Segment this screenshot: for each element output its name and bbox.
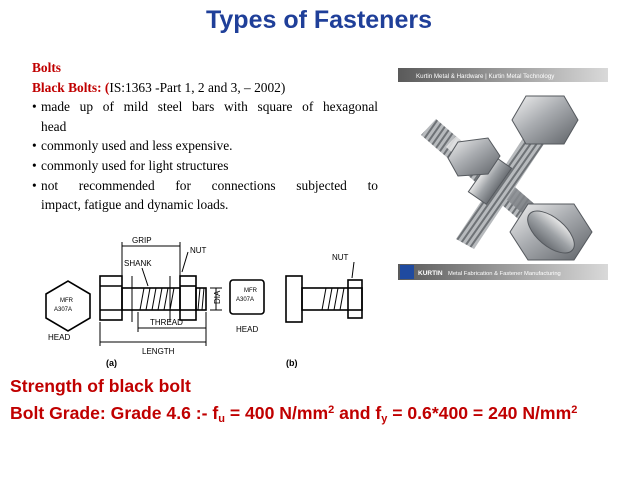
bullet-dot: •	[32, 157, 37, 173]
bullet-text: commonly used and less expensive.	[41, 138, 233, 154]
strength-heading: Strength of black bolt	[10, 376, 191, 396]
bullet-continuation: impact, fatigue and dynamic loads.	[41, 197, 229, 213]
bullet-text: not recommended for connections subjecte…	[41, 177, 378, 193]
bolt-2	[456, 95, 579, 249]
head-label-b: HEAD	[236, 325, 258, 334]
nut-b-side	[347, 279, 363, 319]
bolt-head-side	[99, 275, 123, 321]
grade-text-3: and f	[334, 403, 382, 423]
mfr-mark-b: MFR	[244, 288, 258, 294]
fu-subscript: u	[218, 413, 225, 425]
nut-label-a: NUT	[190, 246, 207, 255]
unit-superscript-2: 2	[571, 404, 578, 416]
bullet-item: •made up of mild steel bars with square …	[32, 97, 378, 117]
unit-superscript-1: 2	[328, 404, 335, 416]
grade-text-1: Bolt Grade: Grade 4.6 :- f	[10, 403, 219, 423]
fy-subscript: y	[381, 413, 388, 425]
top-banner	[398, 68, 608, 82]
bolts-heading: Bolts	[32, 60, 62, 75]
kurtin-logo	[400, 265, 414, 279]
shank-label: SHANK	[124, 259, 152, 268]
bottom-banner-text: Metal Fabrication & Fastener Manufacturi…	[448, 271, 561, 277]
bullet-dot: •	[32, 138, 37, 154]
bolt-photo: Kurtin Metal & Hardware | Kurtin Metal T…	[396, 64, 610, 290]
bullet-dot: •	[32, 99, 37, 115]
bullet-continuation: head	[41, 118, 67, 134]
bullet-item: •commonly used and less expensive.	[32, 136, 378, 156]
figure-label-b: (b)	[286, 358, 298, 368]
standard-reference: IS:1363 -Part 1, 2 and 3, – 2002)	[109, 79, 286, 95]
bolt-description: Bolts Black Bolts: (IS:1363 -Part 1, 2 a…	[32, 58, 378, 215]
top-banner-text: Kurtin Metal & Hardware | Kurtin Metal T…	[416, 73, 555, 80]
mfr-mark-a: MFR	[60, 298, 74, 304]
grade-text-2: = 400 N/mm	[224, 403, 329, 423]
square-head-end-view	[229, 279, 265, 315]
nut-label-b: NUT	[332, 253, 349, 262]
bolt-b-shank	[301, 287, 363, 311]
bolt-shank	[121, 287, 181, 311]
grip-label: GRIP	[132, 236, 152, 245]
strength-section: Strength of black bolt Bolt Grade: Grade…	[10, 374, 577, 431]
thread-label: THREAD	[150, 318, 183, 327]
bolt-grade-line: Bolt Grade: Grade 4.6 :- fu = 400 N/mm2 …	[10, 398, 577, 431]
bottom-banner-brand: KURTIN	[418, 270, 443, 277]
bolt-diagram: GRIP NUT SHANK DIA THREAD LENGTH HEAD MF…	[45, 236, 363, 368]
bullet-text: made up of mild steel bars with square o…	[41, 99, 378, 115]
hex-head-end-view	[45, 280, 91, 332]
grade-mark-a: A307A	[54, 307, 72, 313]
head-label-a: HEAD	[48, 333, 70, 342]
nut-side	[179, 275, 197, 321]
bullet-item: •not recommended for connections subject…	[32, 176, 378, 196]
page-title: Types of Fasteners	[205, 6, 432, 34]
length-label: LENGTH	[142, 347, 175, 356]
bullet-item: •commonly used for light structures	[32, 156, 378, 176]
bottom-banner	[398, 264, 608, 280]
black-bolts-line: Black Bolts: (IS:1363 -Part 1, 2 and 3, …	[32, 78, 378, 98]
grade-text-4: = 0.6*400 = 240 N/mm	[387, 403, 572, 423]
figure-label-a: (a)	[106, 358, 117, 368]
ref-open-paren: (	[104, 79, 110, 95]
bullet-text: commonly used for light structures	[41, 157, 229, 173]
grade-mark-b: A307A	[236, 297, 254, 303]
nut	[447, 137, 501, 177]
dia-label: DIA	[213, 290, 222, 304]
black-bolts-label: Black Bolts:	[32, 79, 105, 95]
square-head-side	[285, 275, 303, 323]
bullet-dot: •	[32, 177, 37, 193]
